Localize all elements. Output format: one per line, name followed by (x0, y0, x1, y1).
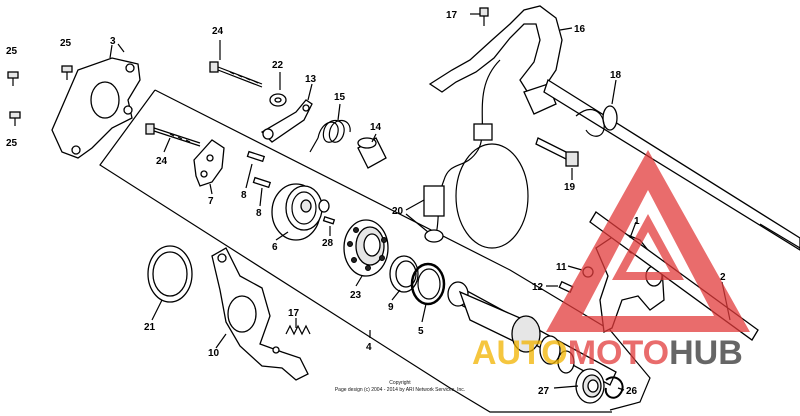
label-part-28: 28 (322, 238, 334, 249)
watermark-hub: HUB (669, 334, 743, 372)
part-bracket-plate[interactable] (51, 44, 141, 159)
part-spring-15[interactable] (309, 119, 351, 153)
part-screw-25a[interactable] (7, 71, 19, 86)
part-washer-22[interactable] (269, 93, 287, 107)
label-part-1: 1 (634, 216, 640, 227)
label-part-9: 9 (388, 302, 394, 313)
part-collar-14[interactable] (357, 137, 387, 169)
label-part-17-lower: 17 (288, 308, 300, 319)
label-part-8b: 8 (256, 208, 262, 219)
watermark-moto: MOTO (568, 334, 669, 372)
part-bearing-23[interactable] (343, 219, 389, 277)
part-bolt-24-mid[interactable] (145, 123, 201, 147)
svg-text:AUTOMOTOHUB: AUTOMOTOHUB (472, 334, 743, 372)
label-part-8a: 8 (241, 190, 247, 201)
part-bearing-27[interactable] (575, 368, 605, 404)
label-part-4: 4 (366, 342, 372, 353)
label-part-14: 14 (370, 122, 382, 133)
part-stopper-arm-13[interactable] (260, 99, 313, 143)
part-spring-17-lower[interactable] (285, 324, 311, 336)
label-part-20: 20 (392, 206, 404, 217)
part-shift-drum-shaft[interactable] (447, 281, 617, 386)
part-pin-8a[interactable] (246, 150, 266, 163)
label-part-13: 13 (305, 74, 317, 85)
label-part-24-top: 24 (212, 26, 224, 37)
part-gasket-21[interactable] (147, 245, 193, 303)
label-part-21: 21 (144, 322, 156, 333)
label-part-26: 26 (626, 386, 638, 397)
part-screw-25c[interactable] (9, 111, 21, 126)
part-circlip-5[interactable] (410, 262, 446, 306)
label-part-25c: 25 (6, 138, 18, 149)
label-part-3: 3 (110, 36, 116, 47)
label-part-24-mid: 24 (156, 156, 168, 167)
assembly-outline (99, 89, 651, 413)
watermark-triangle-icon (546, 150, 750, 332)
label-part-25a: 25 (6, 46, 18, 57)
watermark-auto: AUTO (472, 334, 568, 372)
copyright-line-1: Copyright (389, 380, 411, 386)
watermark-logo: AUTOMOTOHUB (472, 150, 750, 372)
part-pin-8b[interactable] (252, 176, 272, 189)
label-part-23: 23 (350, 290, 362, 301)
part-pin-28[interactable] (322, 216, 336, 225)
part-circlip-26[interactable] (604, 376, 624, 399)
label-part-7: 7 (208, 196, 214, 207)
label-part-2: 2 (720, 272, 726, 283)
label-part-16: 16 (574, 24, 586, 35)
part-housing-16[interactable] (428, 5, 563, 115)
label-part-19: 19 (564, 182, 576, 193)
part-wire-harness-20[interactable] (423, 59, 529, 249)
part-screw-25b[interactable] (61, 65, 73, 80)
label-part-18: 18 (610, 70, 622, 81)
copyright-line-2: Page design (c) 2004 - 2014 by ARI Netwo… (335, 387, 465, 393)
part-plate-10[interactable] (211, 247, 309, 381)
watermark-inner-triangle-icon (612, 214, 684, 280)
part-drum-6[interactable] (271, 183, 330, 241)
label-part-25b: 25 (60, 38, 72, 49)
part-bolt-19[interactable] (535, 137, 579, 167)
part-labels: 1 2 3 4 5 6 7 8 8 9 10 11 12 13 14 15 16… (6, 10, 726, 397)
label-part-6: 6 (272, 242, 278, 253)
part-bolt-24-top[interactable] (209, 61, 263, 88)
part-shaft-18[interactable] (543, 79, 800, 251)
label-part-11: 11 (556, 262, 567, 273)
label-part-22: 22 (272, 60, 284, 71)
label-part-27: 27 (538, 386, 550, 397)
part-plate-7[interactable] (193, 139, 225, 187)
part-screw-17-top[interactable] (479, 7, 489, 26)
label-part-17-top: 17 (446, 10, 458, 21)
label-part-10: 10 (208, 348, 220, 359)
label-part-5: 5 (418, 326, 424, 337)
label-part-15: 15 (334, 92, 346, 103)
label-part-12: 12 (532, 282, 544, 293)
